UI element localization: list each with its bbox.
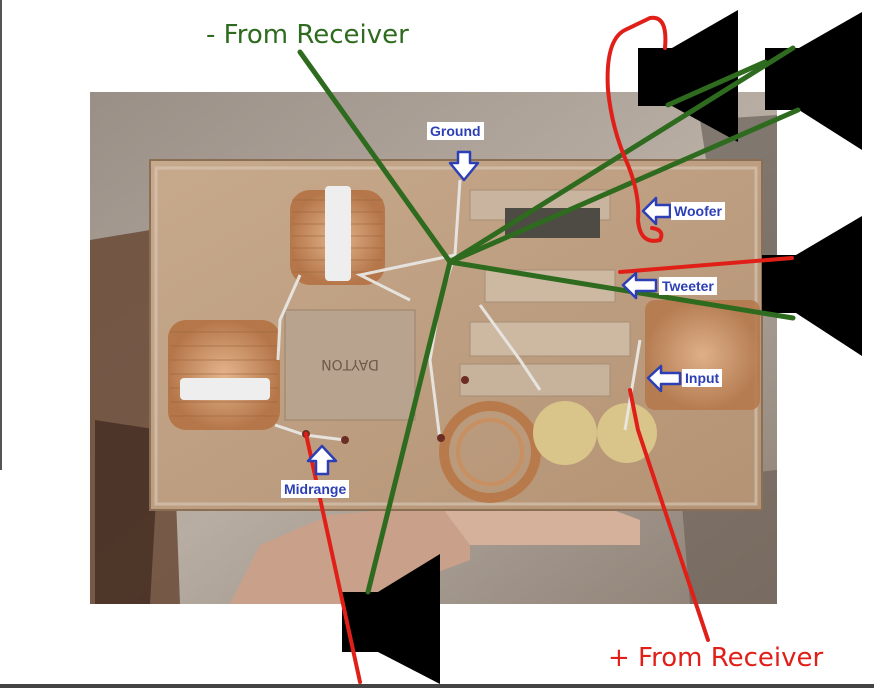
ground-wire-tweeter <box>447 259 796 321</box>
woofer-speaker-1 <box>638 10 738 142</box>
minus-from-receiver-label: - From Receiver <box>206 20 409 50</box>
bottom-frame-border <box>0 684 874 688</box>
upper-zip-tie <box>325 186 351 281</box>
left-zip-tie <box>180 378 270 400</box>
ground-wire-woofer-link <box>665 59 768 108</box>
tweeter-label: Tweeter <box>659 277 717 295</box>
left-frame-border <box>0 0 2 470</box>
ground-wire-woofer-1 <box>447 107 801 265</box>
positive-wire-midrange <box>304 432 362 684</box>
tweeter-arrow-icon <box>621 271 658 300</box>
ground-label: Ground <box>427 122 484 140</box>
positive-wire-receiver <box>628 388 710 642</box>
positive-wire-tweeter <box>618 256 794 274</box>
right-inductor-coil <box>645 300 760 410</box>
input-arrow-icon <box>646 364 682 393</box>
crossover-photo: DAYTON <box>90 92 777 604</box>
ground-wire-woofer-2 <box>447 45 796 265</box>
woofer-arrow-icon <box>641 196 672 226</box>
air-core-coil <box>439 401 541 503</box>
ground-arrow-icon <box>448 150 480 182</box>
plus-from-receiver-label: + From Receiver <box>608 643 824 673</box>
input-label: Input <box>682 369 723 387</box>
midrange-arrow-icon <box>306 444 338 476</box>
dayton-print: DAYTON <box>321 356 379 372</box>
left-inductor-coil <box>168 320 280 430</box>
dayton-capacitor <box>284 309 416 421</box>
disc-capacitor-1 <box>533 401 597 465</box>
ground-wire-midrange <box>365 259 453 595</box>
tweeter-speaker <box>762 216 862 356</box>
midrange-label: Midrange <box>281 480 350 498</box>
resistor-lower <box>469 321 631 357</box>
positive-wire-woofer <box>605 15 668 243</box>
woofer-speaker-2 <box>765 12 862 150</box>
woofer-label: Woofer <box>671 202 725 220</box>
ground-wire-receiver <box>297 49 453 265</box>
ground-wires <box>297 45 801 595</box>
positive-wires <box>304 15 794 684</box>
